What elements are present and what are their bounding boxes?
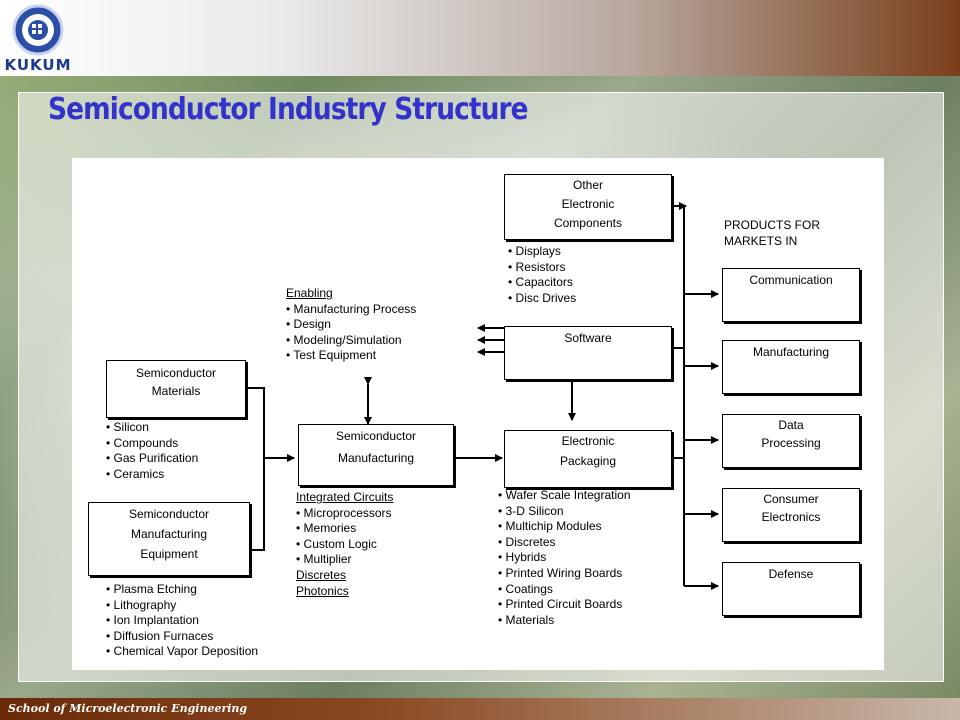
enabling-item: • Design	[286, 317, 331, 332]
other-line3: Components	[553, 216, 623, 230]
consumer-line2: Electronics	[761, 510, 821, 524]
list-item: • Chemical Vapor Deposition	[106, 644, 259, 659]
communication-box: Communication	[722, 268, 860, 322]
consumer-line1: Consumer	[763, 492, 819, 506]
manufacturing-line2: Manufacturing	[337, 451, 415, 465]
other-components-list: • Displays • Resistors • Capacitors • Di…	[508, 244, 576, 306]
communication-line1: Communication	[749, 273, 833, 287]
packaging-line2: Packaging	[559, 454, 617, 468]
enabling-heading: Enabling	[286, 286, 333, 300]
semiconductor-manufacturing-box: Semiconductor Manufacturing	[298, 424, 454, 486]
electronic-packaging-box: Electronic Packaging	[504, 430, 672, 488]
list-item: • Coatings	[498, 581, 553, 596]
materials-line1: Semiconductor	[135, 366, 217, 380]
materials-line2: Materials	[151, 384, 201, 398]
enabling-item: • Manufacturing Process	[286, 301, 417, 316]
other-electronic-components-box: Other Electronic Components	[504, 174, 672, 240]
list-item: • Ion Implantation	[106, 613, 199, 628]
other-line2: Electronic	[561, 197, 615, 211]
manufacturing-line1: Semiconductor	[335, 429, 417, 443]
list-item: • Gas Purification	[106, 451, 199, 466]
header-bar	[0, 0, 960, 76]
ic-heading: Integrated Circuits	[296, 490, 394, 504]
semiconductor-materials-box: Semiconductor Materials	[106, 360, 246, 418]
list-item: • Resistors	[508, 259, 566, 274]
other-line1: Other	[572, 178, 603, 192]
list-item: • Materials	[498, 612, 555, 627]
list-item: • Disc Drives	[508, 290, 577, 305]
data-processing-line2: Processing	[761, 436, 821, 450]
manufacturing-market-box: Manufacturing	[722, 340, 860, 394]
packaging-list: • Wafer Scale Integration • 3-D Silicon …	[498, 488, 631, 628]
list-item: • Custom Logic	[296, 536, 377, 551]
manufacturing-market-line1: Manufacturing	[752, 345, 830, 359]
kukum-logo	[2, 2, 74, 74]
list-item: • Multichip Modules	[498, 519, 602, 534]
list-item: • Microprocessors	[296, 505, 392, 520]
software-line1: Software	[564, 331, 612, 345]
list-item: • Compounds	[106, 435, 179, 450]
integrated-circuits-list: Integrated Circuits • Microprocessors • …	[296, 490, 393, 599]
products-heading: PRODUCTS FOR MARKETS IN	[724, 218, 820, 249]
defense-box: Defense	[722, 562, 860, 616]
discretes-heading: Discretes	[296, 567, 347, 582]
materials-list: • Silicon • Compounds • Gas Purification…	[106, 420, 198, 482]
footer-bar: School of Microelectronic Engineering	[0, 698, 960, 720]
supply-bracket-line	[246, 387, 265, 551]
list-item: • Printed Circuit Boards	[498, 597, 623, 612]
defense-line1: Defense	[768, 567, 814, 581]
list-item: • Multiplier	[296, 552, 352, 567]
list-item: • Wafer Scale Integration	[498, 488, 631, 502]
list-item: • Displays	[508, 244, 561, 258]
enabling-item: • Test Equipment	[286, 348, 377, 363]
equipment-line2: Manufacturing	[130, 527, 208, 541]
list-item: • Plasma Etching	[106, 582, 197, 596]
data-processing-line1: Data	[778, 418, 804, 432]
page-title: Semiconductor Industry Structure	[48, 92, 529, 127]
data-processing-box: Data Processing	[722, 414, 860, 468]
equipment-line3: Equipment	[140, 547, 198, 561]
list-item: • Lithography	[106, 597, 177, 612]
list-item: • Printed Wiring Boards	[498, 565, 623, 580]
list-item: • Memories	[296, 521, 357, 536]
products-heading-line2: MARKETS IN	[724, 233, 798, 248]
consumer-electronics-box: Consumer Electronics	[722, 488, 860, 542]
list-item: • Ceramics	[106, 466, 165, 481]
products-heading-line1: PRODUCTS FOR	[724, 218, 820, 232]
diagram-connectors	[246, 202, 719, 590]
equipment-line1: Semiconductor	[128, 507, 210, 521]
software-box: Software	[504, 326, 672, 380]
enabling-list: Enabling • Manufacturing Process • Desig…	[286, 286, 416, 364]
globe-logo-icon	[12, 4, 64, 56]
list-item: • Discretes	[498, 534, 556, 549]
enabling-item: • Modeling/Simulation	[286, 332, 402, 347]
photonics-heading: Photonics	[296, 583, 349, 598]
list-item: • Silicon	[106, 420, 149, 434]
logo-text: KUKUM	[4, 56, 72, 74]
list-item: • Diffusion Furnaces	[106, 628, 214, 643]
equipment-list: • Plasma Etching • Lithography • Ion Imp…	[106, 582, 258, 660]
list-item: • Hybrids	[498, 550, 547, 565]
list-item: • Capacitors	[508, 275, 573, 290]
list-item: • 3-D Silicon	[498, 503, 564, 518]
semiconductor-equipment-box: Semiconductor Manufacturing Equipment	[88, 502, 250, 576]
packaging-line1: Electronic	[561, 434, 615, 448]
footer-school-name: School of Microelectronic Engineering	[8, 702, 248, 715]
industry-structure-diagram: Semiconductor Materials Semiconductor Ma…	[72, 158, 884, 670]
